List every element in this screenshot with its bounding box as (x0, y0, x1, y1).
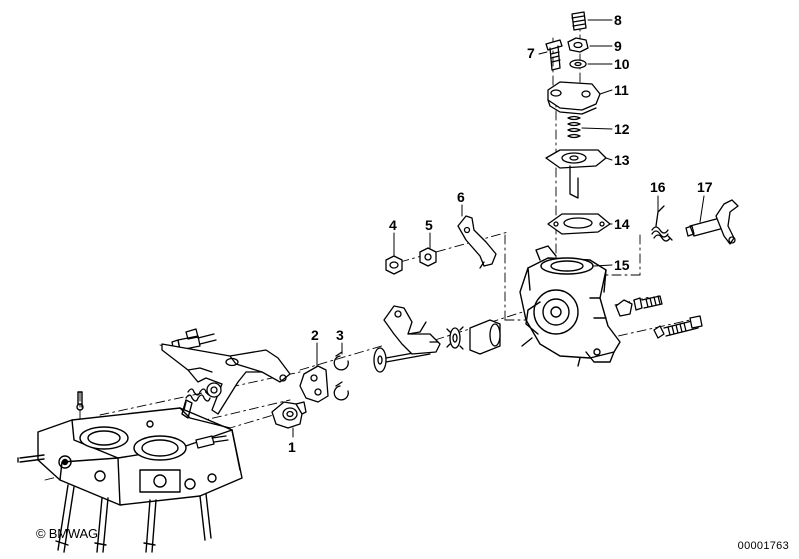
throttle-lever (161, 343, 291, 415)
leader-lines (292, 19, 705, 438)
callout-8: 8 (614, 12, 622, 28)
choke-housing (519, 245, 621, 367)
part-9-nut (567, 37, 589, 53)
callout-4: 4 (389, 217, 397, 233)
part-14-gasket (547, 213, 611, 235)
bushing (446, 319, 501, 355)
throttle-body (17, 391, 243, 553)
bolt-upper (615, 295, 663, 317)
part-4-nut (385, 255, 403, 275)
part-5-washer (419, 247, 437, 267)
callout-14: 14 (614, 216, 630, 232)
callout-1: 1 (288, 439, 296, 455)
part-1-cam (271, 401, 307, 429)
callout-9: 9 (614, 38, 622, 54)
part-10-washer (569, 59, 587, 69)
copyright-notice: © BMWAG (36, 526, 98, 541)
part-7-screw (545, 39, 563, 71)
part-6-arm (457, 215, 497, 269)
part-8-screw (571, 11, 587, 31)
bolt-lower (653, 315, 703, 339)
part-17-pin (685, 199, 739, 245)
pin-lower (195, 435, 229, 449)
callout-2: 2 (311, 327, 319, 343)
callout-3: 3 (336, 327, 344, 343)
part-12-spring (567, 115, 581, 139)
callout-5: 5 (425, 217, 433, 233)
part-16-spring (651, 205, 673, 242)
callout-17: 17 (697, 179, 713, 195)
callout-13: 13 (614, 152, 630, 168)
callout-12: 12 (614, 121, 630, 137)
callout-16: 16 (650, 179, 666, 195)
part-2-link (299, 365, 329, 403)
callout-15: 15 (614, 257, 630, 273)
callout-7: 7 (527, 45, 535, 61)
part-13-diaphragm (545, 149, 607, 199)
callout-10: 10 (614, 56, 630, 72)
lever-spring (183, 382, 222, 411)
callout-6: 6 (457, 189, 465, 205)
part-11-cover (547, 81, 601, 115)
callout-11: 11 (614, 82, 629, 98)
document-number: 00001763 (737, 540, 789, 552)
part-3-circlip (333, 351, 349, 401)
shaft-assembly (373, 305, 441, 373)
